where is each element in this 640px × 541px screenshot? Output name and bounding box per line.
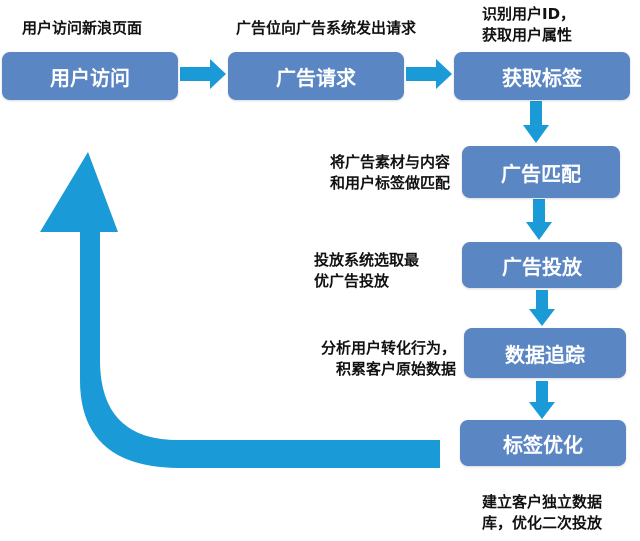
arrow-visit-to-request [180,59,226,89]
note-tag-optimization: 建立客户独立数据 库，优化二次投放 [482,493,603,532]
step-ad-request: 广告请求 [228,52,404,100]
return-arrow [40,152,440,468]
arrow-tracking-to-optimize [529,381,555,419]
step-tag-optimization: 标签优化 [460,420,626,466]
note-get-tags: 识别用户ID， 获取用户属性 [482,5,576,44]
step-ad-match-label: 广告匹配 [501,161,581,186]
step-get-tags-label: 获取标签 [502,65,582,90]
step-user-visit: 用户访问 [2,52,178,100]
note-ad-request: 广告位向广告系统发出请求 [236,19,417,37]
note-user-visit: 用户访问新浪页面 [22,19,143,37]
arrow-match-to-delivery [526,199,552,240]
step-ad-match: 广告匹配 [462,146,620,198]
step-user-visit-label: 用户访问 [50,65,130,90]
step-tag-optimization-label: 标签优化 [503,432,583,457]
step-ad-delivery-label: 广告投放 [502,254,582,279]
step-ad-delivery: 广告投放 [462,242,622,288]
arrow-delivery-to-tracking [529,290,555,326]
arrow-tags-to-match [523,101,549,143]
note-ad-delivery: 投放系统选取最 优广告投放 [314,251,420,290]
step-data-tracking-label: 数据追踪 [505,342,585,367]
step-get-tags: 获取标签 [454,52,630,100]
note-ad-match: 将广告素材与内容 和用户标签做匹配 [329,153,450,192]
step-data-tracking: 数据追踪 [464,328,626,378]
arrow-request-to-tags [406,59,452,89]
step-ad-request-label: 广告请求 [276,65,356,90]
note-data-tracking: 分析用户转化行为， 积累客户原始数据 [320,339,456,378]
